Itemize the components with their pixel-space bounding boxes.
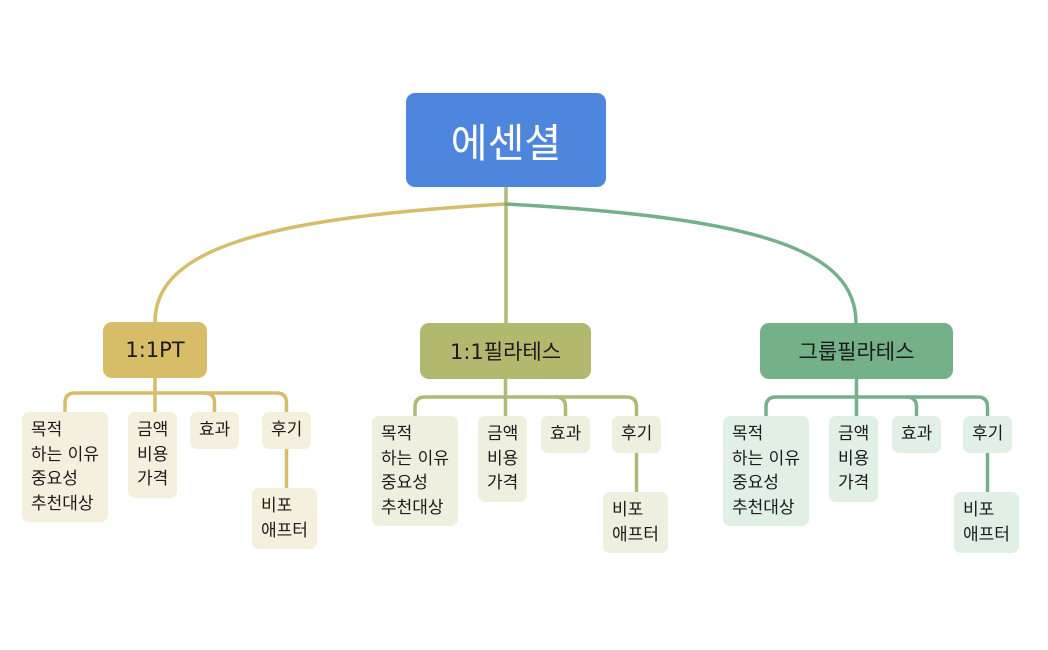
leaf-node-review[interactable]: 후기: [612, 416, 662, 453]
leaf-node-purpose[interactable]: 목적 하는 이유 중요성 추천대상: [372, 416, 458, 526]
branch-node-1to1-pilates[interactable]: 1:1필라테스: [420, 323, 591, 379]
connector-leaf-bus: [63, 391, 289, 414]
connector-leaf-effect: [202, 391, 217, 414]
leaf-node-purpose[interactable]: 목적 하는 이유 중요성 추천대상: [723, 416, 809, 526]
leaf-node-before-after[interactable]: 비포 애프터: [954, 492, 1019, 553]
connector-leaf-bus: [413, 395, 639, 418]
leaf-node-before-after[interactable]: 비포 애프터: [603, 492, 668, 553]
leaf-node-purpose[interactable]: 목적 하는 이유 중요성 추천대상: [22, 412, 108, 522]
leaf-node-effect[interactable]: 효과: [190, 412, 240, 449]
leaf-node-before-after[interactable]: 비포 애프터: [252, 488, 317, 549]
leaf-node-effect[interactable]: 효과: [892, 416, 942, 453]
root-node[interactable]: 에센셜: [406, 93, 606, 187]
connector-leaf-effect: [904, 395, 919, 418]
branch-node-group-pilates[interactable]: 그룹필라테스: [760, 323, 953, 379]
branch-node-1to1-pt[interactable]: 1:1PT: [103, 322, 207, 378]
leaf-node-effect[interactable]: 효과: [541, 416, 591, 453]
leaf-node-review[interactable]: 후기: [262, 412, 312, 449]
leaf-node-price[interactable]: 금액 비용 가격: [128, 412, 178, 498]
leaf-node-price[interactable]: 금액 비용 가격: [478, 416, 528, 502]
connector-leaf-bus: [764, 395, 990, 418]
connector-root-group: [504, 202, 858, 325]
leaf-node-review[interactable]: 후기: [963, 416, 1013, 453]
connector-root-pt: [153, 202, 508, 324]
connector-leaf-effect: [553, 395, 568, 418]
leaf-node-price[interactable]: 금액 비용 가격: [829, 416, 879, 502]
